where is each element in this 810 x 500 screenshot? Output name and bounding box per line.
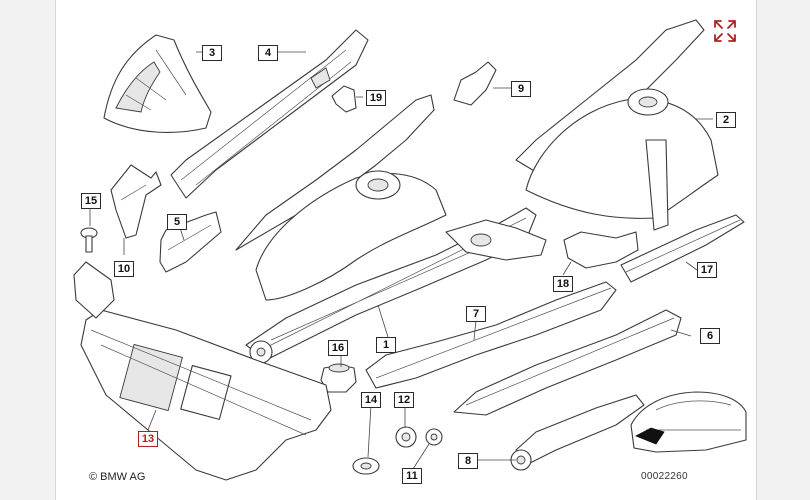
callout-4[interactable]: 4 xyxy=(258,45,278,61)
callout-2[interactable]: 2 xyxy=(716,112,736,128)
part-3-wheel-arch-panel[interactable] xyxy=(103,34,212,133)
part-19-bracket[interactable] xyxy=(331,85,357,113)
expand-arrows-icon[interactable] xyxy=(712,18,738,44)
callout-16[interactable]: 16 xyxy=(328,340,348,356)
callout-1[interactable]: 1 xyxy=(376,337,396,353)
callout-6[interactable]: 6 xyxy=(700,328,720,344)
part-7-lower-rail[interactable] xyxy=(365,281,617,389)
part-17-sill-strip[interactable] xyxy=(620,214,745,283)
part-11-bolt[interactable] xyxy=(425,428,443,446)
callout-17[interactable]: 17 xyxy=(697,262,717,278)
callout-13[interactable]: 13 xyxy=(138,431,158,447)
callout-5[interactable]: 5 xyxy=(167,214,187,230)
part-18-bracket[interactable] xyxy=(563,231,639,269)
callout-12[interactable]: 12 xyxy=(394,392,414,408)
callout-14[interactable]: 14 xyxy=(361,392,381,408)
diagram-number: 00022260 xyxy=(641,471,688,482)
callout-19[interactable]: 19 xyxy=(366,90,386,106)
part-10-support-bracket[interactable] xyxy=(110,164,162,239)
callout-8[interactable]: 8 xyxy=(458,453,478,469)
part-15-screw[interactable] xyxy=(80,227,98,253)
copyright-text: © BMW AG xyxy=(89,471,146,483)
part-14-cover-plate[interactable] xyxy=(352,457,380,475)
part-16-rubber-mount[interactable] xyxy=(320,363,357,393)
part-8-rear-rail-section[interactable] xyxy=(510,394,645,471)
vehicle-location-inset xyxy=(630,391,747,453)
part-2-right-strut-tower[interactable] xyxy=(515,19,719,231)
callout-18[interactable]: 18 xyxy=(553,276,573,292)
callout-7[interactable]: 7 xyxy=(466,306,486,322)
callout-9[interactable]: 9 xyxy=(511,81,531,97)
part-12-mounting-plate[interactable] xyxy=(395,426,417,448)
part-9-bracket[interactable] xyxy=(453,61,497,106)
part-6-lower-rail-extension[interactable] xyxy=(453,309,682,416)
part-4-upper-longitudinal-rail[interactable] xyxy=(170,29,369,199)
part-1-front-side-rail-assembly[interactable] xyxy=(235,94,547,364)
parts-diagram xyxy=(73,19,747,481)
callout-15[interactable]: 15 xyxy=(81,193,101,209)
callout-11[interactable]: 11 xyxy=(402,468,422,484)
parts-diagram-frame: 3 4 19 9 2 15 5 10 17 18 7 6 1 16 14 12 … xyxy=(55,0,757,500)
callout-3[interactable]: 3 xyxy=(202,45,222,61)
callout-10[interactable]: 10 xyxy=(114,261,134,277)
part-13-radiator-support-front-panel[interactable] xyxy=(73,261,332,481)
